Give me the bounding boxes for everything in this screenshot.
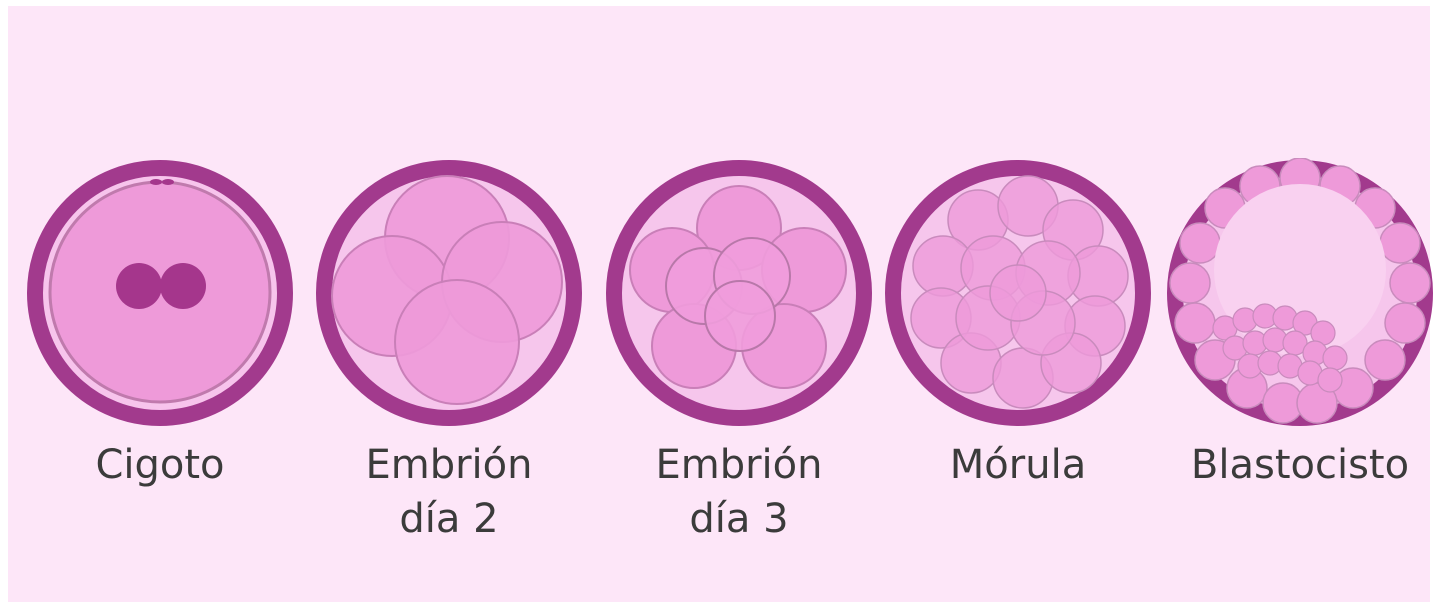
stage-label-morula: Mórula [868,438,1168,492]
cigoto-illustration [25,158,295,428]
diagram-panel: Cigoto Embrión día 2 Embrión día 3 Mórul… [8,6,1430,602]
stage-label-line1: Embrión [299,438,599,492]
embryo-day3-illustration [604,158,874,428]
blastocyst-illustration [1165,158,1435,428]
stage-label-line1: Cigoto [10,438,310,492]
stage-label-blastocisto: Blastocisto [1150,438,1436,492]
embryo-day2-illustration [314,158,584,428]
morula-illustration [883,158,1153,428]
pronucleus-right [160,263,206,309]
polar-body [150,179,162,185]
stage-label-line1: Mórula [868,438,1168,492]
stage-label-cigoto: Cigoto [10,438,310,492]
stage-label-embrion-dia3: Embrión día 3 [589,438,889,546]
polar-body [162,179,174,185]
stage-label-line2: día 2 [299,492,599,546]
stage-label-embrion-dia2: Embrión día 2 [299,438,599,546]
blastomere [705,281,775,351]
pronucleus-left [116,263,162,309]
stage-label-line1: Embrión [589,438,889,492]
stage-label-line2: día 3 [589,492,889,546]
morula-cell [990,265,1046,321]
blastomere [395,280,519,404]
stage-label-line1: Blastocisto [1150,438,1436,492]
